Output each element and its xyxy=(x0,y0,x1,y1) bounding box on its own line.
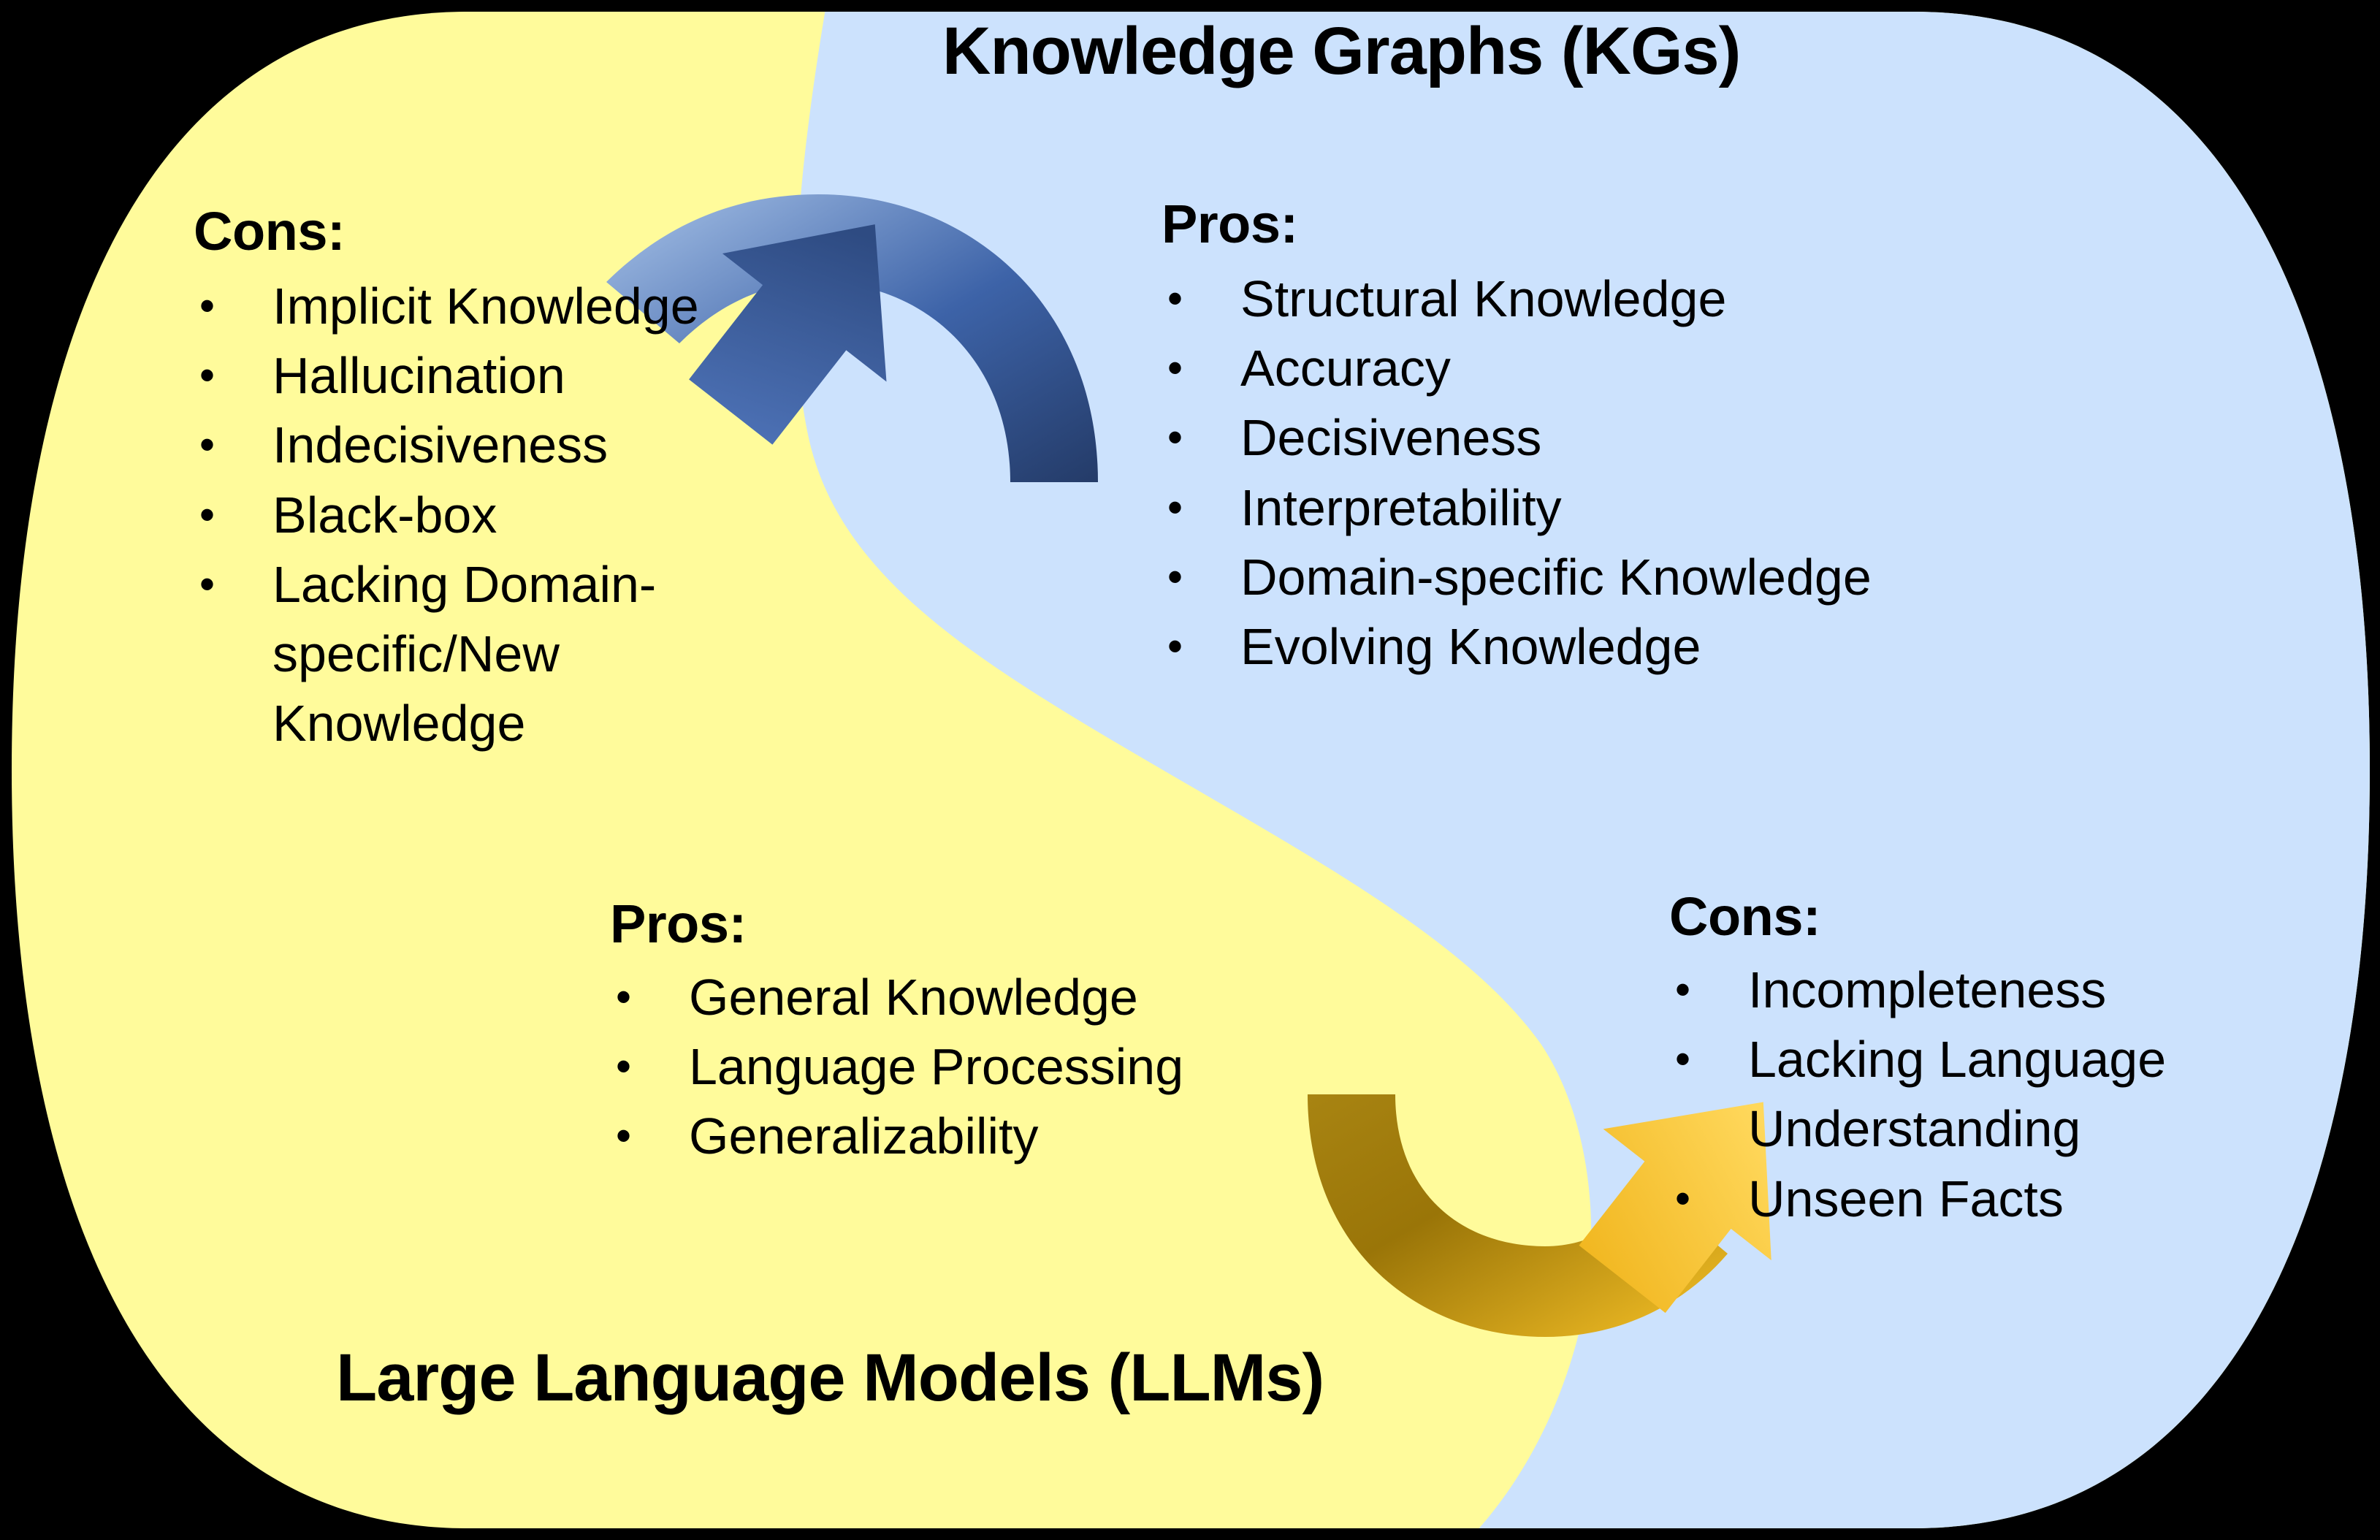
kg-pros-heading: Pros: xyxy=(1162,194,1298,254)
list-item: Generalizability xyxy=(610,1102,1414,1171)
llm-cons-block: Cons: Implicit Knowledge Hallucination I… xyxy=(194,205,961,758)
kg-cons-block: Cons: Incompleteness Lacking Language Un… xyxy=(1669,890,2312,1234)
blue-arrow-shaft xyxy=(606,194,1098,482)
list-item: Implicit Knowledge xyxy=(194,272,961,341)
list-item: Indecisiveness xyxy=(194,411,961,480)
list-item: Structural Knowledge xyxy=(1162,264,2111,334)
kg-pros-block: Pros: Structural Knowledge Accuracy Deci… xyxy=(1162,197,2111,682)
list-item: Unseen Facts xyxy=(1669,1164,2312,1234)
llm-cons-list: Implicit Knowledge Hallucination Indecis… xyxy=(194,272,961,758)
llm-pros-block: Pros: General Knowledge Language Process… xyxy=(610,897,1414,1172)
list-item: Hallucination xyxy=(194,341,961,411)
list-item: General Knowledge xyxy=(610,963,1414,1032)
list-item: Decisiveness xyxy=(1162,403,2111,473)
list-item: Lacking Domain-specific/New Knowledge xyxy=(194,550,740,759)
llm-cons-heading: Cons: xyxy=(194,201,346,262)
list-item: Black-box xyxy=(194,481,961,550)
kg-cons-heading: Cons: xyxy=(1669,886,1821,947)
list-item: Incompleteness xyxy=(1669,956,2312,1025)
kg-title: Knowledge Graphs (KGs) xyxy=(942,14,1741,88)
list-item: Interpretability xyxy=(1162,473,2111,543)
list-item: Domain-specific Knowledge xyxy=(1162,543,2111,612)
llm-pros-list: General Knowledge Language Processing Ge… xyxy=(610,963,1414,1172)
list-item: Accuracy xyxy=(1162,334,2111,403)
kg-cons-list: Incompleteness Lacking Language Understa… xyxy=(1669,956,2312,1234)
list-item: Lacking Language Understanding xyxy=(1669,1025,2259,1164)
llm-title: Large Language Models (LLMs) xyxy=(336,1341,1324,1415)
list-item: Evolving Knowledge xyxy=(1162,612,2111,682)
list-item: Language Processing xyxy=(610,1032,1414,1102)
kg-pros-list: Structural Knowledge Accuracy Decisivene… xyxy=(1162,264,2111,682)
llm-pros-heading: Pros: xyxy=(610,893,747,954)
